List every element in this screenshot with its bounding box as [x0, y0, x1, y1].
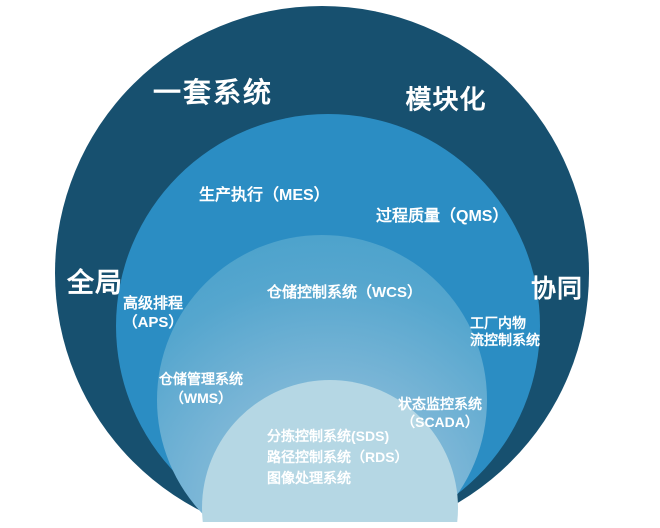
label-wms: 仓储管理系统 （WMS）: [159, 370, 243, 408]
label-scada-line1: 状态监控系统: [398, 396, 482, 412]
label-collaborative: 协同: [530, 275, 584, 303]
label-mes: 生产执行（MES）: [199, 187, 330, 204]
label-qms: 过程质量（QMS）: [376, 208, 509, 225]
label-wms-line1: 仓储管理系统: [159, 371, 243, 387]
label-one-system: 一套系统: [152, 77, 274, 109]
label-inner-systems: 分拣控制系统(SDS) 路径控制系统（RDS） 图像处理系统: [267, 426, 409, 489]
label-factory-logistics-line2: 流控制系统: [470, 332, 540, 348]
label-global: 全局: [67, 267, 123, 298]
label-scada-line2: （SCADA）: [401, 414, 479, 430]
label-aps-line1: 高级排程: [122, 295, 183, 312]
label-wcs: 仓储控制系统（WCS）: [267, 284, 422, 301]
label-rds: 路径控制系统（RDS）: [267, 449, 409, 465]
label-factory-logistics-line1: 工厂内物: [470, 315, 526, 331]
label-vision: 图像处理系统: [267, 470, 351, 486]
label-aps-line2: （APS）: [122, 314, 184, 331]
label-wms-line2: （WMS）: [169, 390, 233, 406]
label-aps: 高级排程 （APS）: [123, 294, 184, 332]
label-scada: 状态监控系统 （SCADA）: [398, 395, 482, 431]
label-factory-logistics: 工厂内物 流控制系统: [470, 315, 540, 349]
label-sds: 分拣控制系统(SDS): [267, 428, 390, 444]
label-modular: 模块化: [405, 84, 487, 115]
